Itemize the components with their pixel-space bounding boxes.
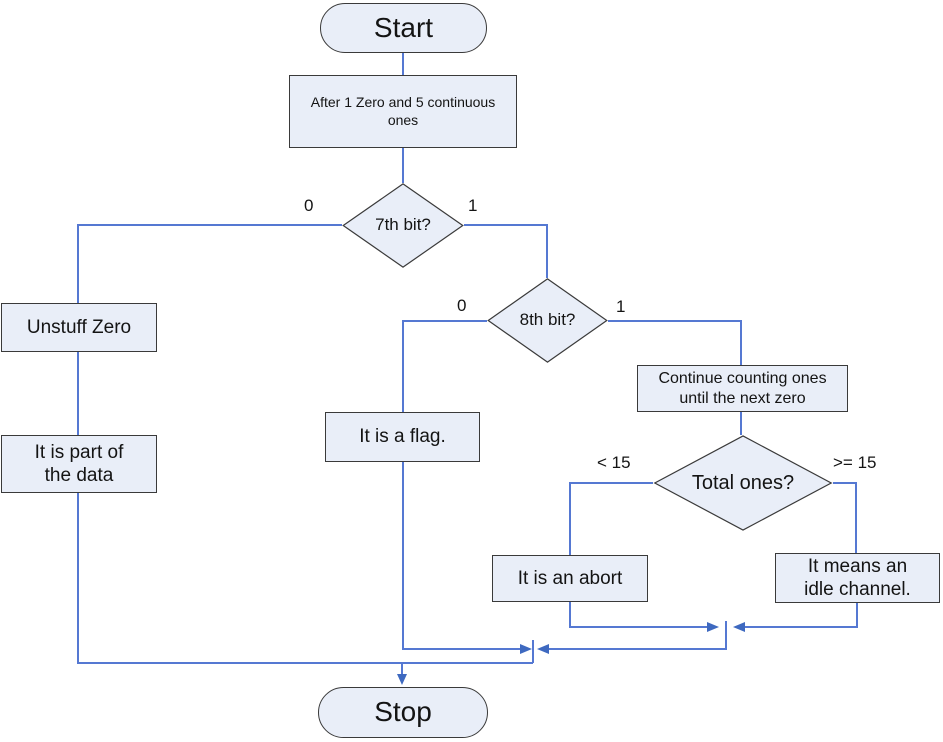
edge-label-7thbit-1: 1	[468, 196, 478, 215]
edge-data-to-bottom-line	[77, 493, 533, 664]
data-label-line2: the data	[44, 465, 114, 486]
edge-label-7thbit-0: 0	[304, 196, 314, 215]
edge-7thbit-0-to-unstuff	[77, 224, 342, 303]
process-part-of-data: It is part of the data	[1, 435, 157, 493]
7th-bit-label: 7th bit?	[375, 215, 431, 235]
flag-label: It is a flag.	[359, 426, 446, 448]
process-flag: It is a flag.	[325, 412, 480, 462]
arrowhead-idle-merge-left	[733, 622, 745, 632]
decision-7th-bit: 7th bit?	[342, 183, 464, 268]
process-after-five-ones: After 1 Zero and 5 continuous ones	[289, 75, 517, 148]
idle-label-line1: It means an	[807, 555, 908, 577]
process-continue-counting: Continue counting ones until the next ze…	[637, 365, 848, 412]
data-label-line1: It is part of	[34, 441, 124, 463]
process-unstuff-zero: Unstuff Zero	[1, 303, 157, 352]
start-terminator: Start	[320, 3, 487, 53]
edge-label-total-lt15: < 15	[597, 453, 631, 472]
abort-label: It is an abort	[517, 567, 623, 589]
8th-bit-label: 8th bit?	[519, 310, 576, 330]
process-abort: It is an abort	[492, 555, 648, 602]
arrowhead-into-stop	[397, 674, 407, 685]
stop-terminator: Stop	[318, 687, 488, 738]
diamond-shape-total-ones	[653, 435, 833, 531]
continue-label-line1: Continue counting ones	[658, 369, 827, 387]
edge-abort-to-merge	[569, 602, 708, 628]
stop-label: Stop	[374, 696, 432, 728]
idle-label-line2: idle channel.	[804, 579, 911, 600]
edge-idle-to-merge	[744, 603, 858, 628]
arrowhead-flag-merge-right	[520, 644, 532, 654]
decision-8th-bit: 8th bit?	[487, 278, 608, 363]
edge-8thbit-1-to-continue	[608, 320, 742, 365]
process-idle-channel: It means an idle channel.	[775, 553, 940, 603]
edge-label-8thbit-1: 1	[616, 297, 626, 316]
edge-flag-to-merge-a	[402, 462, 521, 650]
after-label-line1: After 1 Zero and 5 continuous	[310, 94, 496, 111]
edge-label-total-ge15: >= 15	[833, 453, 877, 472]
arrowhead-abort-merge-right	[707, 622, 719, 632]
after-label-line2: ones	[387, 111, 419, 128]
edge-label-8thbit-0: 0	[457, 296, 467, 315]
unstuff-label: Unstuff Zero	[26, 316, 132, 338]
edge-8thbit-0-to-flag	[402, 320, 487, 412]
edge-7thbit-1-to-8thbit	[464, 224, 548, 278]
total-ones-label: Total ones?	[691, 471, 795, 494]
diamond-shape-7th-bit	[342, 183, 464, 268]
decision-total-ones: Total ones?	[653, 435, 833, 531]
diamond-shape-8th-bit	[487, 278, 608, 363]
edge-merge-b-drop-left	[548, 621, 727, 650]
continue-label-line2: until the next zero	[679, 389, 806, 407]
edge-totalones-lt15-to-abort	[569, 482, 653, 555]
edge-totalones-ge15-to-idle	[833, 482, 857, 553]
arrowhead-merge-b-left	[537, 644, 549, 654]
start-label: Start	[373, 11, 434, 43]
